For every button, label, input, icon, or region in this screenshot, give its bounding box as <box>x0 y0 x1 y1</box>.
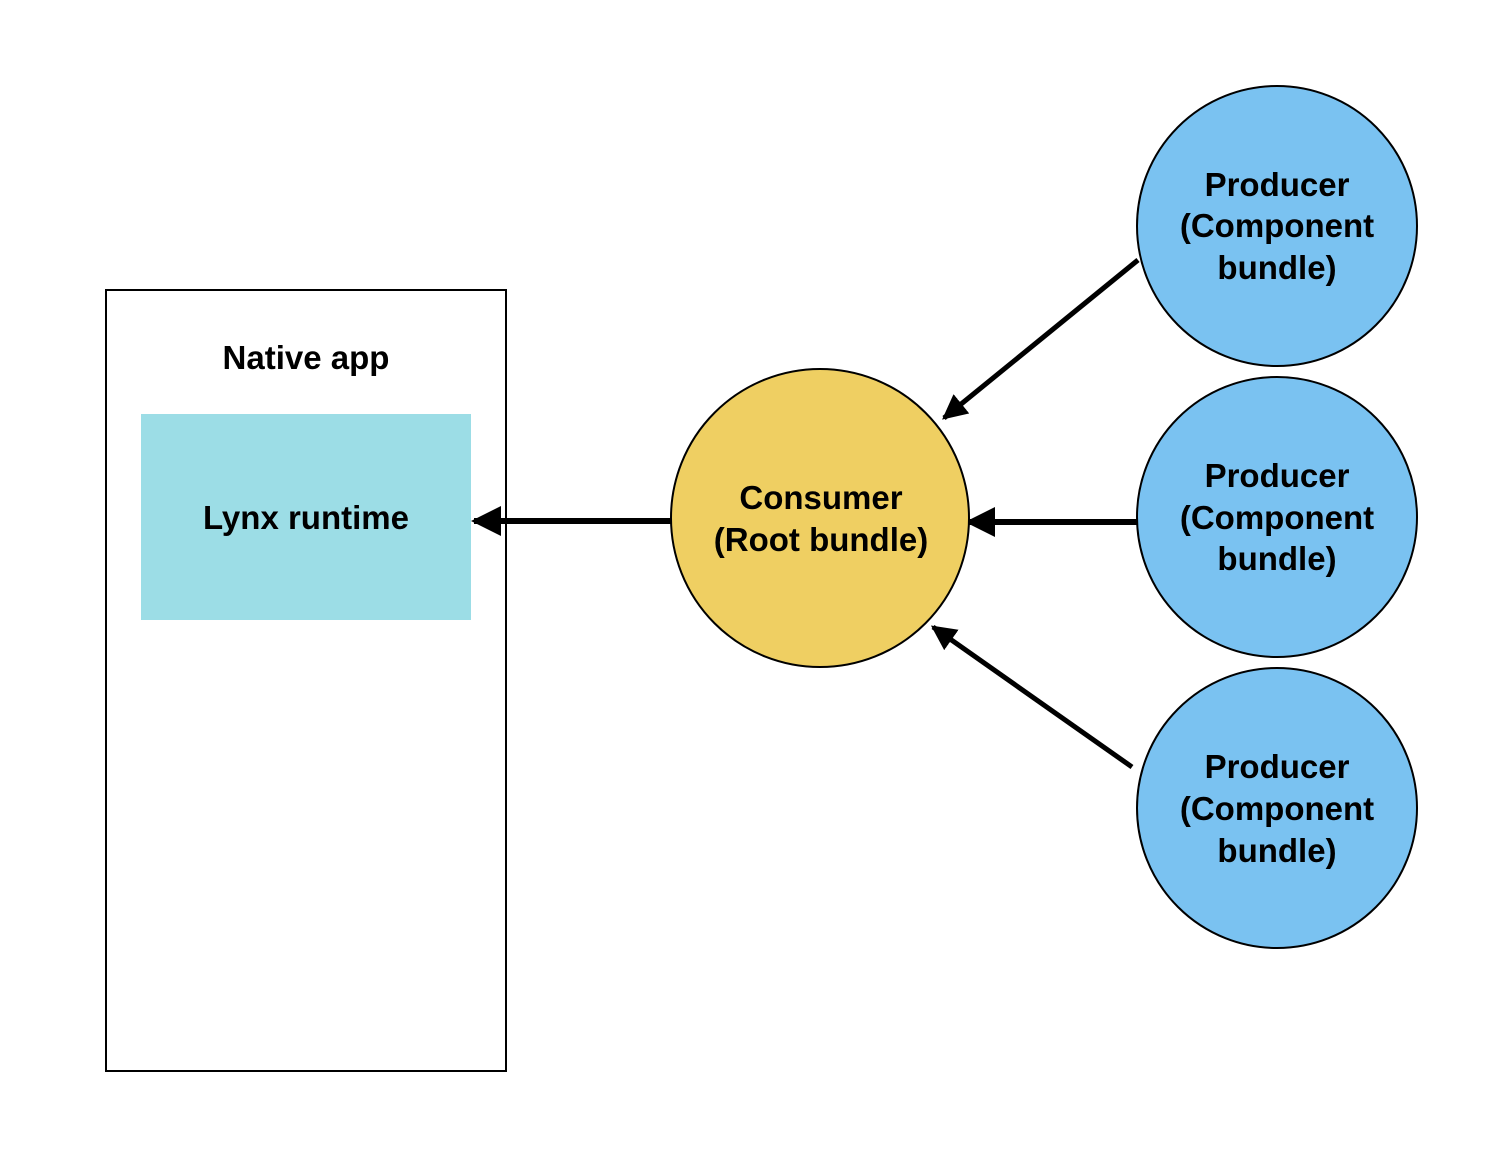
consumer-node: Consumer (Root bundle) <box>670 368 970 668</box>
producer-3-label-line1: Producer <box>1205 748 1350 785</box>
lynx-runtime-box: Lynx runtime <box>141 414 471 620</box>
producer-2-label-line1: Producer <box>1205 457 1350 494</box>
producer-1-label-line3: bundle) <box>1217 249 1336 286</box>
producer-node-2: Producer (Component bundle) <box>1136 376 1418 658</box>
native-app-frame <box>105 289 507 1072</box>
native-app-label: Native app <box>223 339 390 376</box>
producer-2-label-line2: (Component <box>1180 499 1374 536</box>
producer-1-label-line2: (Component <box>1180 207 1374 244</box>
arrows <box>471 258 1142 770</box>
producer-circle-2 <box>1136 376 1418 658</box>
lynx-runtime-label: Lynx runtime <box>203 499 409 536</box>
producer-3-label-line3: bundle) <box>1217 832 1336 869</box>
producer-node-3: Producer (Component bundle) <box>1136 667 1418 949</box>
producer-2-label-line3: bundle) <box>1217 540 1336 577</box>
producer-node-1: Producer (Component bundle) <box>1136 85 1418 367</box>
producer-circle-1 <box>1136 85 1418 367</box>
lynx-runtime-frame <box>141 414 471 620</box>
producer-1-label-line1: Producer <box>1205 166 1350 203</box>
producer-circle-3 <box>1136 667 1418 949</box>
consumer-label-line2: (Root bundle) <box>714 521 928 558</box>
consumer-label-line1: Consumer <box>739 479 902 516</box>
arrow-producer-3-to-consumer <box>930 624 1134 770</box>
producer-3-label-line2: (Component <box>1180 790 1374 827</box>
consumer-circle <box>670 368 970 668</box>
native-app-box: Native app <box>105 289 507 1072</box>
arrow-producer-1-to-consumer <box>942 258 1140 420</box>
